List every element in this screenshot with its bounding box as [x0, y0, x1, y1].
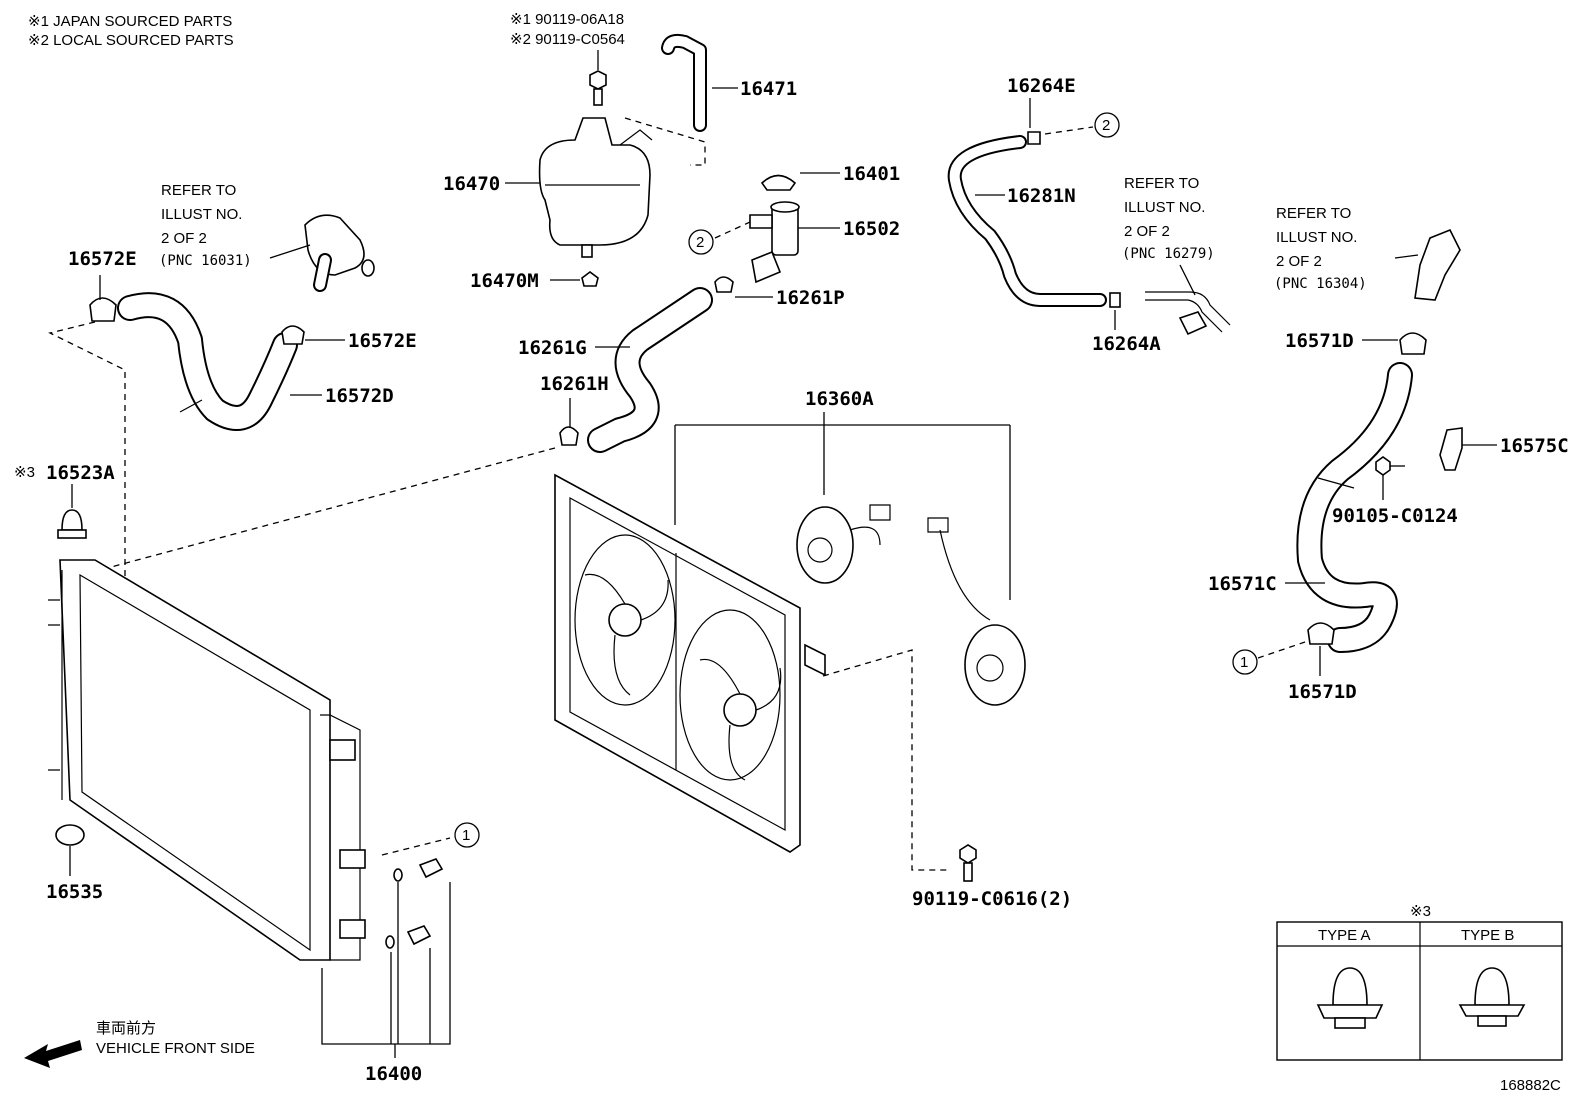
fan-shroud-illustration: [554, 473, 826, 853]
circle-2-reservoir-text: 2: [696, 234, 704, 251]
diagram-id: 168882C: [1500, 1077, 1561, 1094]
drain-plug-illustration: [385, 858, 444, 949]
label-16400: 16400: [365, 1063, 422, 1085]
label-16261H: 16261H: [540, 373, 609, 395]
reservoir-tank-illustration: [538, 117, 653, 258]
label-16572E-left: 16572E: [68, 248, 137, 270]
circle-2-hose-text: 2: [1102, 117, 1110, 134]
label-16261P: 16261P: [776, 287, 845, 309]
radiator-illustration: [48, 559, 366, 961]
label-16261G: 16261G: [518, 337, 587, 359]
refer2-line2: ILLUST NO.: [1124, 199, 1205, 216]
label-16571D-top: 16571D: [1285, 330, 1354, 352]
note-local-sourced: ※2 LOCAL SOURCED PARTS: [28, 32, 234, 49]
clamp-16572E-right-illustration: [281, 325, 305, 345]
front-arrow-icon: [24, 1040, 82, 1068]
refer2-line4: (PNC 16279): [1122, 246, 1215, 262]
clamp-16261P-illustration: [714, 276, 734, 293]
label-16535: 16535: [46, 881, 103, 903]
circle-2-hose: [1094, 112, 1120, 138]
label-16281N: 16281N: [1007, 185, 1076, 207]
type-a-label: TYPE A: [1318, 927, 1371, 944]
refer1-line4: (PNC 16031): [159, 253, 252, 269]
refer2-line1: REFER TO: [1124, 175, 1199, 192]
type-a-bushing-illustration: [1316, 967, 1384, 1029]
clamp-16572E-left-illustration: [89, 297, 117, 322]
mark-16523A: ※3: [14, 464, 35, 481]
bolt-90105-C0124-illustration: [1375, 456, 1405, 476]
circle-1-hose: [1232, 649, 1258, 675]
fan-motor-1-illustration: [796, 504, 891, 584]
clamp-16264A-illustration: [1109, 292, 1121, 308]
bracket-16575C-illustration: [1439, 427, 1463, 471]
circle-1-hose-text: 1: [1240, 654, 1248, 671]
clamp-16571D-top-illustration: [1399, 332, 1427, 355]
filler-neck-illustration: [749, 201, 800, 284]
label-90119-C0616: 90119-C0616(2): [912, 888, 1072, 910]
hose-16571C-illustration: [1296, 362, 1413, 653]
refer3-line3: 2 OF 2: [1276, 253, 1322, 270]
type-table-mark: ※3: [1410, 903, 1431, 920]
hose-16261G-illustration: [587, 287, 713, 453]
label-16470: 16470: [443, 173, 500, 195]
hose-16281N-illustration: [947, 135, 1107, 307]
type-b-label: TYPE B: [1461, 927, 1514, 944]
label-16523A: 16523A: [46, 462, 115, 484]
label-16470M: 16470M: [470, 270, 539, 292]
cap-16470M-illustration: [581, 271, 599, 287]
front-label-jp: 車両前方: [96, 1020, 156, 1037]
refer1-line3: 2 OF 2: [161, 230, 207, 247]
hose-16572D-illustration: [117, 292, 298, 431]
note-japan-sourced: ※1 JAPAN SOURCED PARTS: [28, 13, 232, 30]
label-16360A: 16360A: [805, 388, 874, 410]
water-inlet-illustration: [1394, 228, 1461, 301]
bushing-16523A-illustration: [57, 509, 87, 539]
label-16264E: 16264E: [1007, 75, 1076, 97]
thermostat-housing-illustration: [304, 214, 375, 292]
bolt-note-1: ※1 90119-06A18: [510, 11, 624, 28]
circle-1-radiator-text: 1: [462, 827, 470, 844]
type-b-bushing-illustration: [1458, 967, 1526, 1027]
label-16575C: 16575C: [1500, 435, 1569, 457]
refer2-line3: 2 OF 2: [1124, 223, 1170, 240]
label-16571C: 16571C: [1208, 573, 1277, 595]
label-16401: 16401: [843, 163, 900, 185]
refer1-line2: ILLUST NO.: [161, 206, 242, 223]
bolt-illustration: [589, 70, 607, 106]
pipe-16279-illustration: [1145, 291, 1231, 336]
label-16471: 16471: [740, 78, 797, 100]
label-16571D-bottom: 16571D: [1288, 681, 1357, 703]
bolt-note-2: ※2 90119-C0564: [510, 31, 625, 48]
circle-2-reservoir: [688, 229, 714, 255]
refer3-line1: REFER TO: [1276, 205, 1351, 222]
bolt-90119-C0616-illustration: [959, 844, 977, 882]
refer3-line2: ILLUST NO.: [1276, 229, 1357, 246]
overflow-tube-illustration: [661, 33, 707, 132]
front-label-en: VEHICLE FRONT SIDE: [96, 1040, 255, 1057]
label-16264A: 16264A: [1092, 333, 1161, 355]
clamp-16571D-bottom-illustration: [1307, 622, 1335, 645]
label-16572D: 16572D: [325, 385, 394, 407]
circle-1-radiator: [454, 822, 480, 848]
label-90105-C0124: 90105-C0124: [1332, 505, 1458, 527]
clamp-16264E-illustration: [1027, 131, 1041, 145]
label-16572E-right: 16572E: [348, 330, 417, 352]
radiator-cap-illustration: [760, 174, 797, 191]
refer1-line1: REFER TO: [161, 182, 236, 199]
fan-motor-2-illustration: [927, 517, 1026, 706]
type-table: [1276, 921, 1563, 1061]
bushing-16535-illustration: [55, 824, 85, 846]
clamp-16261H-illustration: [559, 426, 579, 446]
refer3-line4: (PNC 16304): [1274, 276, 1367, 292]
label-16502: 16502: [843, 218, 900, 240]
